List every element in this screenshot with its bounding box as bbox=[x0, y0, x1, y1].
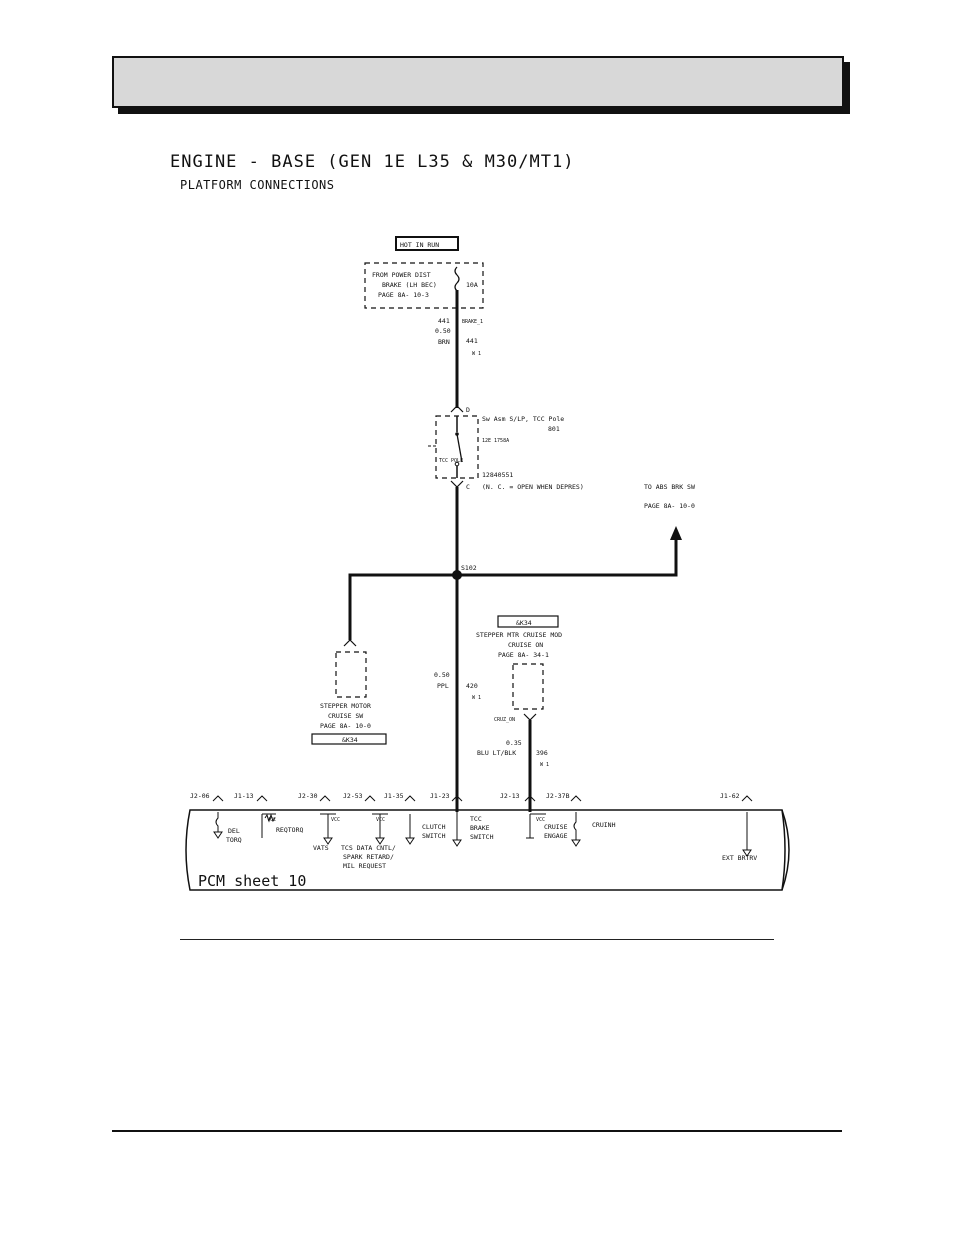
pcm-cruise-engage-label: ENGAGE bbox=[544, 832, 568, 840]
switch-pin-c: C bbox=[466, 483, 470, 491]
wire-top-name: BRAKE_1 bbox=[462, 319, 483, 325]
switch-pin-d: D bbox=[466, 406, 470, 414]
hot-in-run-label: HOT IN RUN bbox=[395, 236, 459, 251]
wire-top-num: 441 bbox=[466, 337, 478, 345]
wire-right-gauge: 0.35 bbox=[506, 739, 522, 747]
abs-reference: TO ABS BRK SW PAGE 8A- 10-0 bbox=[644, 483, 695, 540]
wire-mid-num: 420 bbox=[466, 682, 478, 690]
pcm-pin-label: J1-35 bbox=[384, 792, 404, 800]
wire-top-labels: 441 0.50 BRN BRAKE_1 441 W 1 bbox=[435, 317, 483, 357]
splice-label: S102 bbox=[461, 564, 477, 572]
wire-right-ref: W 1 bbox=[540, 762, 549, 768]
stepper-sw-line2: CRUISE SW bbox=[328, 712, 363, 720]
wire-top-color: BRN bbox=[438, 338, 450, 346]
stepper-sw-line1: STEPPER MOTOR bbox=[320, 702, 371, 710]
fuse-line1: FROM POWER DIST bbox=[372, 271, 431, 279]
diagram-title: ENGINE - BASE (GEN 1E L35 & M30/MT1) bbox=[170, 152, 575, 172]
footer-rule bbox=[112, 1130, 842, 1132]
fuse-rating: 10A bbox=[466, 281, 478, 289]
pcm-pin-label: J2-06 bbox=[190, 792, 210, 800]
pcm-module: PCM sheet 10 J2-06 J1-13 J2-30 J2-53 J1-… bbox=[185, 792, 790, 891]
wire-right-labels: 0.35 BLU LT/BLK 396 W 1 bbox=[477, 739, 549, 768]
pcm-pin-label: J1-62 bbox=[720, 792, 740, 800]
pcm-label: PCM sheet 10 bbox=[198, 872, 306, 890]
wire-right-num: 396 bbox=[536, 749, 548, 757]
abs-line2: PAGE 8A- 10-0 bbox=[644, 502, 695, 510]
wire-mid-ref: W 1 bbox=[472, 695, 481, 701]
cruise-mod-pin: CRUZ_ON bbox=[494, 717, 515, 723]
pcm-cruinh-label: CRUINH bbox=[592, 821, 616, 829]
abs-wire bbox=[457, 538, 678, 577]
switch-partno: 12840551 bbox=[482, 471, 513, 479]
pcm-clutch-label: SWITCH bbox=[422, 832, 446, 840]
switch-part: 12E 1758A bbox=[482, 438, 509, 444]
stepper-sw-option: &K34 bbox=[342, 736, 358, 744]
stepper-motor-cruise-sw: STEPPER MOTOR CRUISE SW PAGE 8A- 10-0 &K… bbox=[311, 639, 387, 745]
abs-line1: TO ABS BRK SW bbox=[644, 483, 695, 491]
switch-title: Sw Asm S/LP, TCC Pole bbox=[482, 415, 564, 423]
stepper-sw-line3: PAGE 8A- 10-0 bbox=[320, 722, 371, 730]
wire-mid-labels: 0.50 PPL 420 W 1 bbox=[434, 671, 481, 701]
switch-tcc-pole-label: TCC POLE bbox=[439, 458, 463, 464]
wire-mid-gauge: 0.50 bbox=[434, 671, 450, 679]
pcm-clutch-label: CLUTCH bbox=[422, 823, 446, 831]
pcm-pin-label: J2-13 bbox=[500, 792, 520, 800]
wire-mid-color: PPL bbox=[437, 682, 449, 690]
tcc-brake-switch: D TCC POLE Sw Asm S/LP, TCC Pole 801 12E… bbox=[428, 405, 584, 491]
pcm-pin-label: J2-37B bbox=[546, 792, 570, 800]
pcm-pin-label: J2-53 bbox=[343, 792, 363, 800]
content-divider bbox=[180, 939, 774, 940]
hot-in-run-text: HOT IN RUN bbox=[400, 241, 439, 249]
pcm-vats-label: VATS bbox=[313, 844, 329, 852]
cruise-mod-line2: CRUISE ON bbox=[508, 641, 543, 649]
pcm-reqtorq-label: REQTORQ bbox=[276, 826, 303, 834]
wire-top-ref: W 1 bbox=[472, 351, 481, 357]
stepper-cruise-module: &K34 STEPPER MTR CRUISE MOD CRUISE ON PA… bbox=[476, 615, 562, 723]
pcm-tcc-brake-label: SWITCH bbox=[470, 833, 494, 841]
fuse-symbol bbox=[454, 266, 460, 292]
header-banner bbox=[112, 56, 844, 108]
pcm-vcc-label: VCC bbox=[331, 817, 340, 823]
pcm-vcc-label: VCC bbox=[267, 817, 276, 823]
cruise-mod-line3: PAGE 8A- 34-1 bbox=[498, 651, 549, 659]
pcm-ext-brtrv-label: EXT BRTRV bbox=[722, 854, 757, 862]
pcm-tcs-label: MIL REQUEST bbox=[343, 862, 386, 870]
switch-note: (N. C. = OPEN WHEN DEPRES) bbox=[482, 483, 584, 491]
pcm-del-torq-label: DEL bbox=[228, 827, 240, 835]
fuse-box: FROM POWER DIST BRAKE (LH BEC) PAGE 8A- … bbox=[364, 262, 484, 309]
switch-code: 801 bbox=[548, 425, 560, 433]
pcm-tcs-label: SPARK RETARD/ bbox=[343, 853, 394, 861]
pcm-pin-label: J2-30 bbox=[298, 792, 318, 800]
pcm-pin-label: J1-13 bbox=[234, 792, 254, 800]
wire-right-color: BLU LT/BLK bbox=[477, 749, 516, 757]
cruise-mod-line1: STEPPER MTR CRUISE MOD bbox=[476, 631, 562, 639]
splice-s102 bbox=[452, 570, 462, 580]
cruise-mod-option: &K34 bbox=[516, 619, 532, 627]
pcm-pin-label: J1-23 bbox=[430, 792, 450, 800]
diagram-subtitle: PLATFORM CONNECTIONS bbox=[180, 178, 335, 192]
pcm-tcs-label: TCS DATA CNTL/ bbox=[341, 844, 396, 852]
wire-top-circuit: 441 bbox=[438, 317, 450, 325]
wire-top-gauge: 0.50 bbox=[435, 327, 451, 335]
fuse-line2: BRAKE (LH BEC) bbox=[382, 281, 437, 289]
stepper-sw-wire bbox=[348, 573, 457, 640]
pcm-tcc-brake-label: TCC bbox=[470, 815, 482, 823]
fuse-line3: PAGE 8A- 10-3 bbox=[378, 291, 429, 299]
pcm-vcc-label: VCC bbox=[376, 817, 385, 823]
pcm-cruise-engage-label: CRUISE bbox=[544, 823, 568, 831]
pcm-vcc-label: VCC bbox=[536, 817, 545, 823]
pcm-tcc-brake-label: BRAKE bbox=[470, 824, 490, 832]
pcm-del-torq-label: TORQ bbox=[226, 836, 242, 844]
